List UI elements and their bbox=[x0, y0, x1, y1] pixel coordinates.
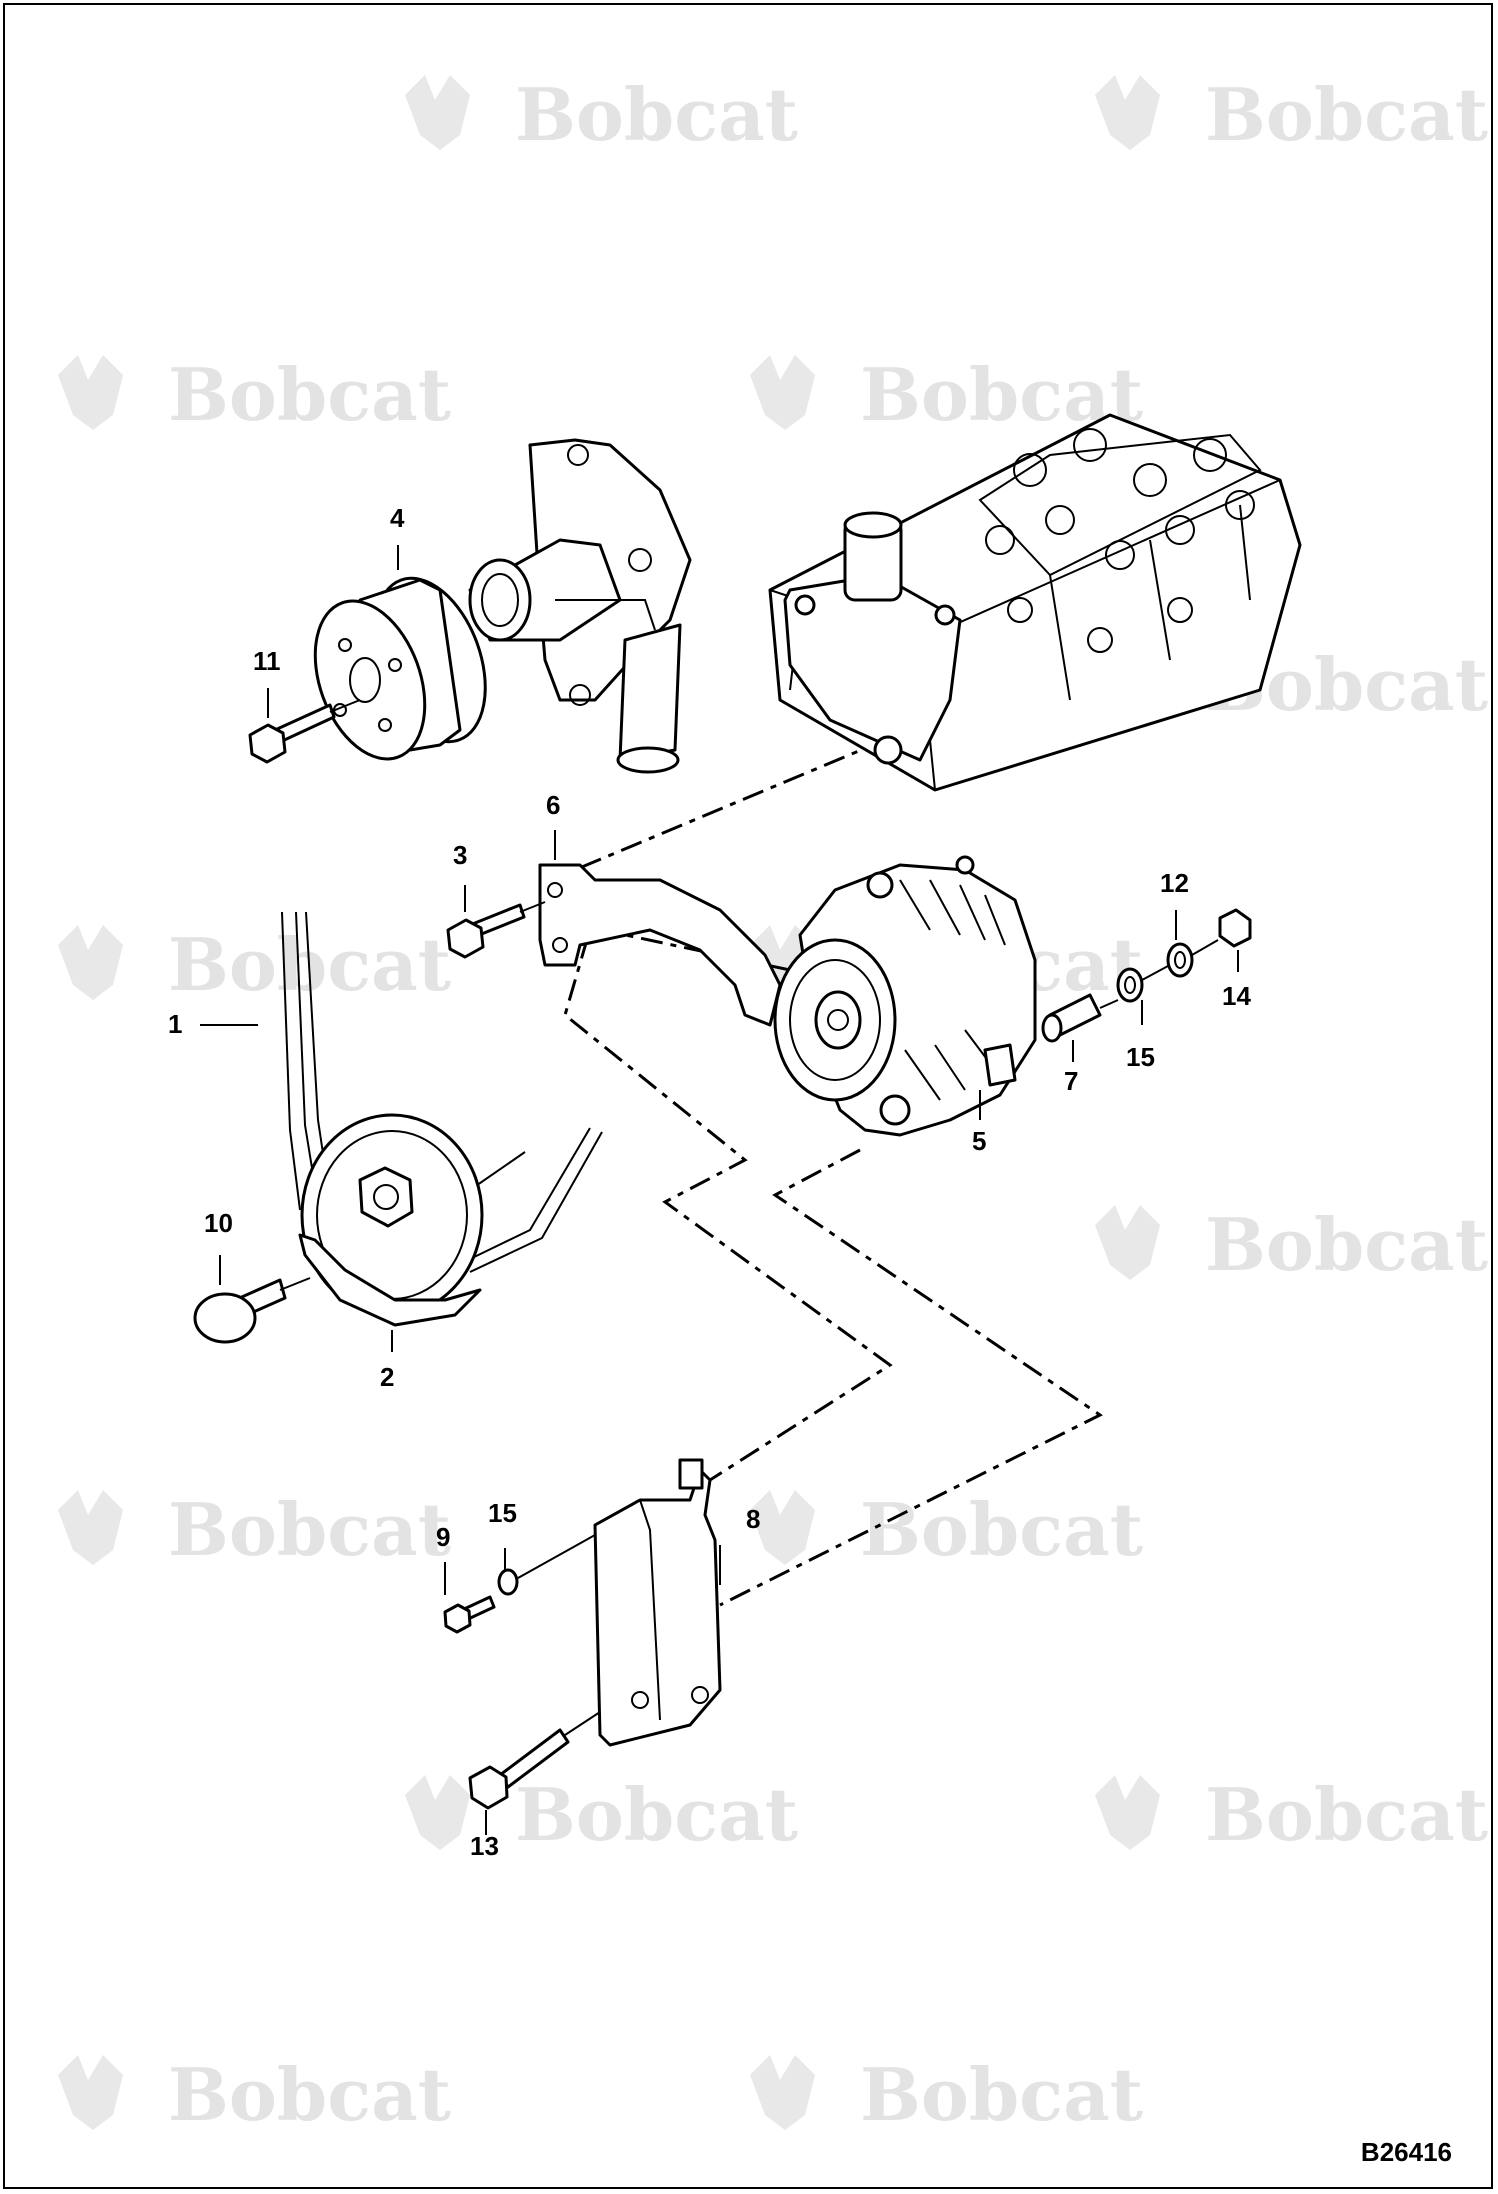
water-pump bbox=[468, 438, 692, 774]
svg-text:Bobcat: Bobcat bbox=[168, 2052, 451, 2137]
callout-12: 12 bbox=[1160, 868, 1189, 898]
svg-text:®: ® bbox=[398, 1540, 414, 1559]
watermark: Bobcat ® bbox=[58, 1487, 451, 1572]
callout-2: 2 bbox=[380, 1362, 394, 1392]
svg-text:Bobcat: Bobcat bbox=[168, 352, 451, 437]
callout-10: 10 bbox=[204, 1208, 233, 1238]
svg-text:®: ® bbox=[398, 975, 414, 994]
callout-3: 3 bbox=[453, 840, 467, 870]
svg-text:®: ® bbox=[1435, 1825, 1451, 1844]
callout-9: 9 bbox=[436, 1522, 450, 1552]
svg-text:Bobcat: Bobcat bbox=[1205, 1772, 1488, 1857]
svg-text:®: ® bbox=[398, 2105, 414, 2124]
callout-1: 1 bbox=[168, 1009, 182, 1039]
callout-8: 8 bbox=[746, 1504, 760, 1534]
cylinder-head bbox=[768, 413, 1302, 792]
svg-text:®: ® bbox=[1435, 1255, 1451, 1274]
alternator-bracket bbox=[593, 1458, 722, 1747]
svg-text:Bobcat: Bobcat bbox=[1205, 72, 1488, 157]
crank-pulley bbox=[298, 1113, 484, 1327]
callout-labels: 1 2 3 4 5 6 7 8 9 10 11 12 13 14 15 15 bbox=[168, 503, 1251, 1861]
callout-15-alternator: 15 bbox=[1126, 1042, 1155, 1072]
callout-11: 11 bbox=[253, 646, 281, 676]
bolt-13 bbox=[468, 1711, 601, 1810]
watermark: Bobcat ® bbox=[58, 922, 451, 1007]
svg-text:Bobcat: Bobcat bbox=[515, 1772, 798, 1857]
svg-text:®: ® bbox=[1090, 1540, 1106, 1559]
svg-text:Bobcat: Bobcat bbox=[860, 1487, 1143, 1572]
diagram-frame bbox=[3, 3, 1493, 2189]
watermark: Bobcat ® bbox=[1095, 1772, 1488, 1857]
watermark: Bobcat ® bbox=[1095, 1202, 1488, 1287]
svg-text:®: ® bbox=[1435, 125, 1451, 144]
adjusting-bracket bbox=[538, 863, 782, 1027]
watermark: Bobcat ® bbox=[1095, 72, 1488, 157]
callout-7: 7 bbox=[1064, 1066, 1078, 1096]
watermark: Bobcat ® bbox=[750, 352, 1143, 437]
watermark: Bobcat ® bbox=[405, 72, 798, 157]
watermark: Bobcat ® bbox=[750, 1487, 1143, 1572]
svg-text:Bobcat: Bobcat bbox=[1205, 1202, 1488, 1287]
bolt-9 bbox=[443, 1534, 596, 1634]
watermark: Bobcat ® bbox=[58, 352, 451, 437]
drawing-number: B26416 bbox=[1360, 2137, 1452, 2167]
fan-pulley bbox=[313, 576, 487, 761]
watermark: Bobcat ® bbox=[750, 2052, 1143, 2137]
callout-14: 14 bbox=[1222, 981, 1251, 1011]
svg-text:Bobcat: Bobcat bbox=[168, 1487, 451, 1572]
callout-6: 6 bbox=[546, 790, 560, 820]
pivot-hardware bbox=[1041, 908, 1252, 1043]
callout-13: 13 bbox=[470, 1831, 499, 1861]
callout-4: 4 bbox=[390, 503, 405, 533]
callout-leaders bbox=[200, 545, 1239, 1835]
svg-text:Bobcat: Bobcat bbox=[515, 72, 798, 157]
watermark-layer: Bobcat ® Bobcat ® Bobcat ® Bobcat ® Bobc… bbox=[58, 72, 1488, 2137]
pulley-bolt bbox=[193, 1277, 311, 1344]
svg-text:Bobcat: Bobcat bbox=[860, 2052, 1143, 2137]
svg-text:®: ® bbox=[398, 405, 414, 424]
svg-text:®: ® bbox=[745, 1825, 761, 1844]
alternator bbox=[773, 855, 1037, 1137]
assembly-centerlines bbox=[554, 738, 1103, 1607]
svg-text:®: ® bbox=[1090, 2105, 1106, 2124]
bolt-11 bbox=[248, 699, 361, 764]
svg-text:®: ® bbox=[1090, 975, 1106, 994]
callout-15-bracket: 15 bbox=[488, 1498, 517, 1528]
callout-5: 5 bbox=[972, 1126, 986, 1156]
watermark: Bobcat ® bbox=[405, 1772, 798, 1857]
svg-text:®: ® bbox=[1435, 695, 1451, 714]
bolt-3 bbox=[446, 901, 546, 959]
watermark: Bobcat ® bbox=[58, 2052, 451, 2137]
svg-text:®: ® bbox=[745, 125, 761, 144]
